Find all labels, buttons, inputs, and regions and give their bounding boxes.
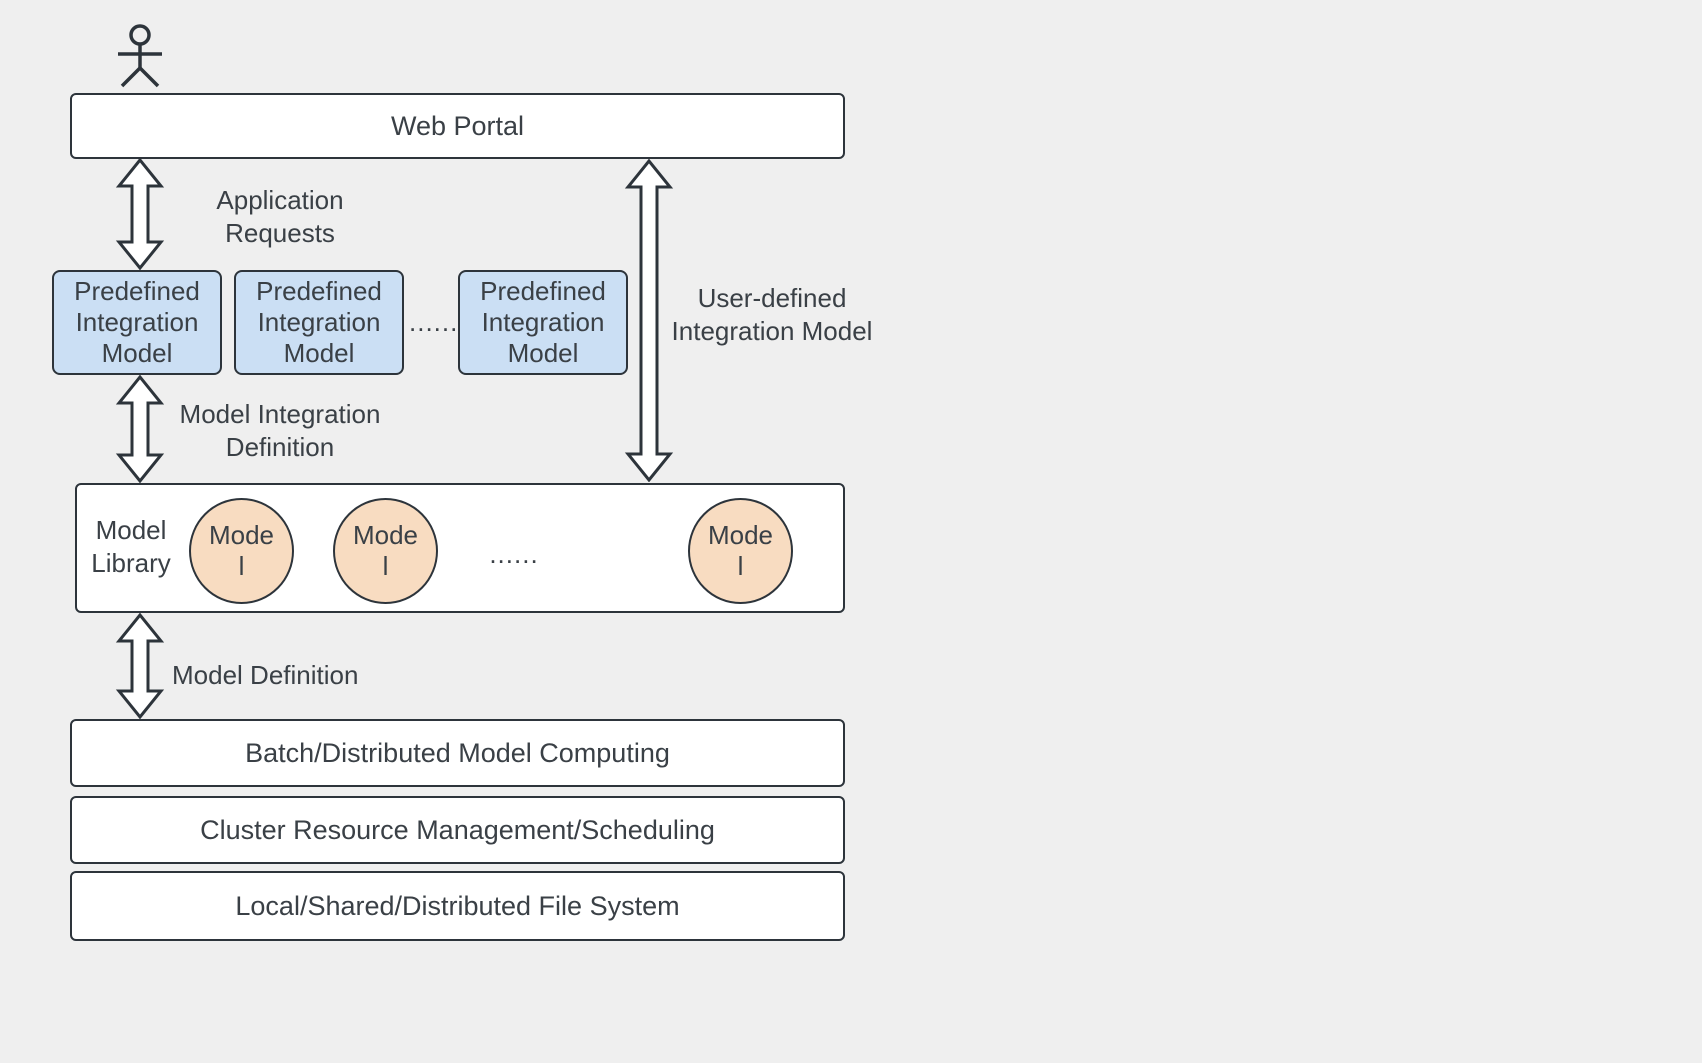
predefined-box1-line2: Integration bbox=[75, 307, 199, 337]
model-circle2-line2: l bbox=[382, 551, 389, 581]
predefined-box3-line2: Integration bbox=[481, 307, 605, 337]
user-actor-icon bbox=[118, 24, 162, 88]
predefined-box2-line3: Model bbox=[283, 338, 355, 368]
predefined-box3-line1: Predefined bbox=[480, 276, 606, 306]
model-circle3-line2: l bbox=[737, 551, 744, 581]
application-requests-line2: Requests bbox=[225, 218, 335, 248]
model-library-title-line1: Model bbox=[95, 515, 167, 545]
layer1-label: Batch/Distributed Model Computing bbox=[245, 738, 670, 768]
layer-batch-distributed-model-computing: Batch/Distributed Model Computing bbox=[70, 719, 845, 787]
layer3-label: Local/Shared/Distributed File System bbox=[235, 891, 680, 921]
model-definition-label: Model Definition bbox=[172, 660, 359, 690]
model-library-title-line2: Library bbox=[91, 548, 171, 578]
user-defined-line1: User-defined bbox=[697, 283, 847, 313]
model-circle-3: Mode l bbox=[688, 498, 793, 604]
predefined-box2-line1: Predefined bbox=[256, 276, 382, 306]
layer-cluster-resource-management: Cluster Resource Management/Scheduling bbox=[70, 796, 845, 864]
application-requests-label: Application Requests bbox=[180, 184, 380, 250]
predefined-box3-line3: Model bbox=[507, 338, 579, 368]
model-definition-arrow bbox=[115, 613, 165, 719]
model-circle-1: Mode l bbox=[189, 498, 294, 604]
application-requests-line1: Application bbox=[216, 185, 344, 215]
layer-file-system: Local/Shared/Distributed File System bbox=[70, 871, 845, 941]
user-defined-integration-label: User-defined Integration Model bbox=[652, 282, 892, 348]
web-portal-box: Web Portal bbox=[70, 93, 845, 159]
predefined-ellipsis: ...... bbox=[409, 307, 459, 337]
model-circle-2: Mode l bbox=[333, 498, 438, 604]
predefined-box1-line3: Model bbox=[101, 338, 173, 368]
model-library-title: Model Library bbox=[87, 514, 175, 580]
web-portal-label: Web Portal bbox=[390, 111, 525, 141]
model-integration-definition-label: Model Integration Definition bbox=[165, 398, 395, 464]
model-circle1-line1: Mode bbox=[208, 520, 275, 550]
model-circle1-line2: l bbox=[238, 551, 245, 581]
model-library-box: Model Library Mode l Mode l ...... Mode … bbox=[75, 483, 845, 613]
application-requests-arrow bbox=[115, 158, 165, 270]
predefined-integration-model-box-1: Predefined Integration Model bbox=[52, 270, 222, 375]
predefined-box2-line2: Integration bbox=[257, 307, 381, 337]
predefined-integration-model-box-3: Predefined Integration Model bbox=[458, 270, 628, 375]
model-integration-line1: Model Integration bbox=[179, 399, 381, 429]
user-defined-line2: Integration Model bbox=[671, 316, 873, 346]
model-integration-definition-arrow bbox=[115, 375, 165, 483]
layer2-label: Cluster Resource Management/Scheduling bbox=[200, 815, 715, 845]
predefined-integration-model-box-2: Predefined Integration Model bbox=[234, 270, 404, 375]
model-library-ellipsis: ...... bbox=[489, 539, 539, 569]
predefined-box1-line1: Predefined bbox=[74, 276, 200, 306]
model-integration-line2: Definition bbox=[225, 432, 335, 462]
model-circle3-line1: Mode bbox=[707, 520, 774, 550]
model-circle2-line1: Mode bbox=[352, 520, 419, 550]
user-defined-integration-arrow bbox=[624, 159, 674, 482]
